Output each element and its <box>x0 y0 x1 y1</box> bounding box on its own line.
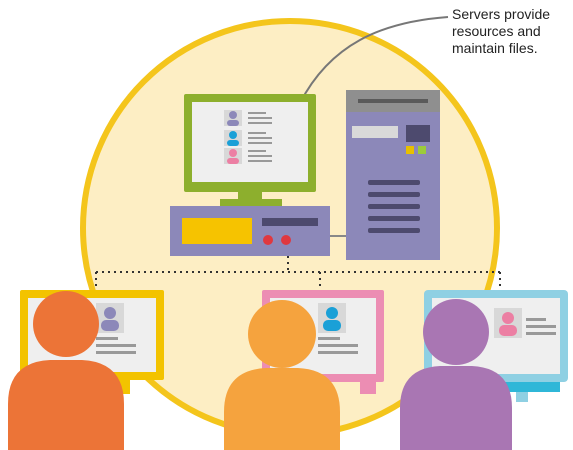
person-icon <box>400 299 512 450</box>
user-card-icon <box>96 303 136 354</box>
arrow-icon <box>297 16 449 108</box>
server-computer-icon <box>170 94 330 256</box>
person-icon <box>224 300 340 450</box>
caption-line: resources and <box>452 23 541 39</box>
network-connection <box>95 256 501 290</box>
person-icon <box>8 291 124 450</box>
caption-line: Servers provide <box>452 6 551 22</box>
server-tower-icon <box>346 90 440 260</box>
user-card-icon <box>494 308 556 338</box>
caption-line: maintain files. <box>452 40 538 56</box>
caption-text: Servers provide resources and maintain f… <box>452 6 570 57</box>
user-card-icon <box>318 303 358 354</box>
